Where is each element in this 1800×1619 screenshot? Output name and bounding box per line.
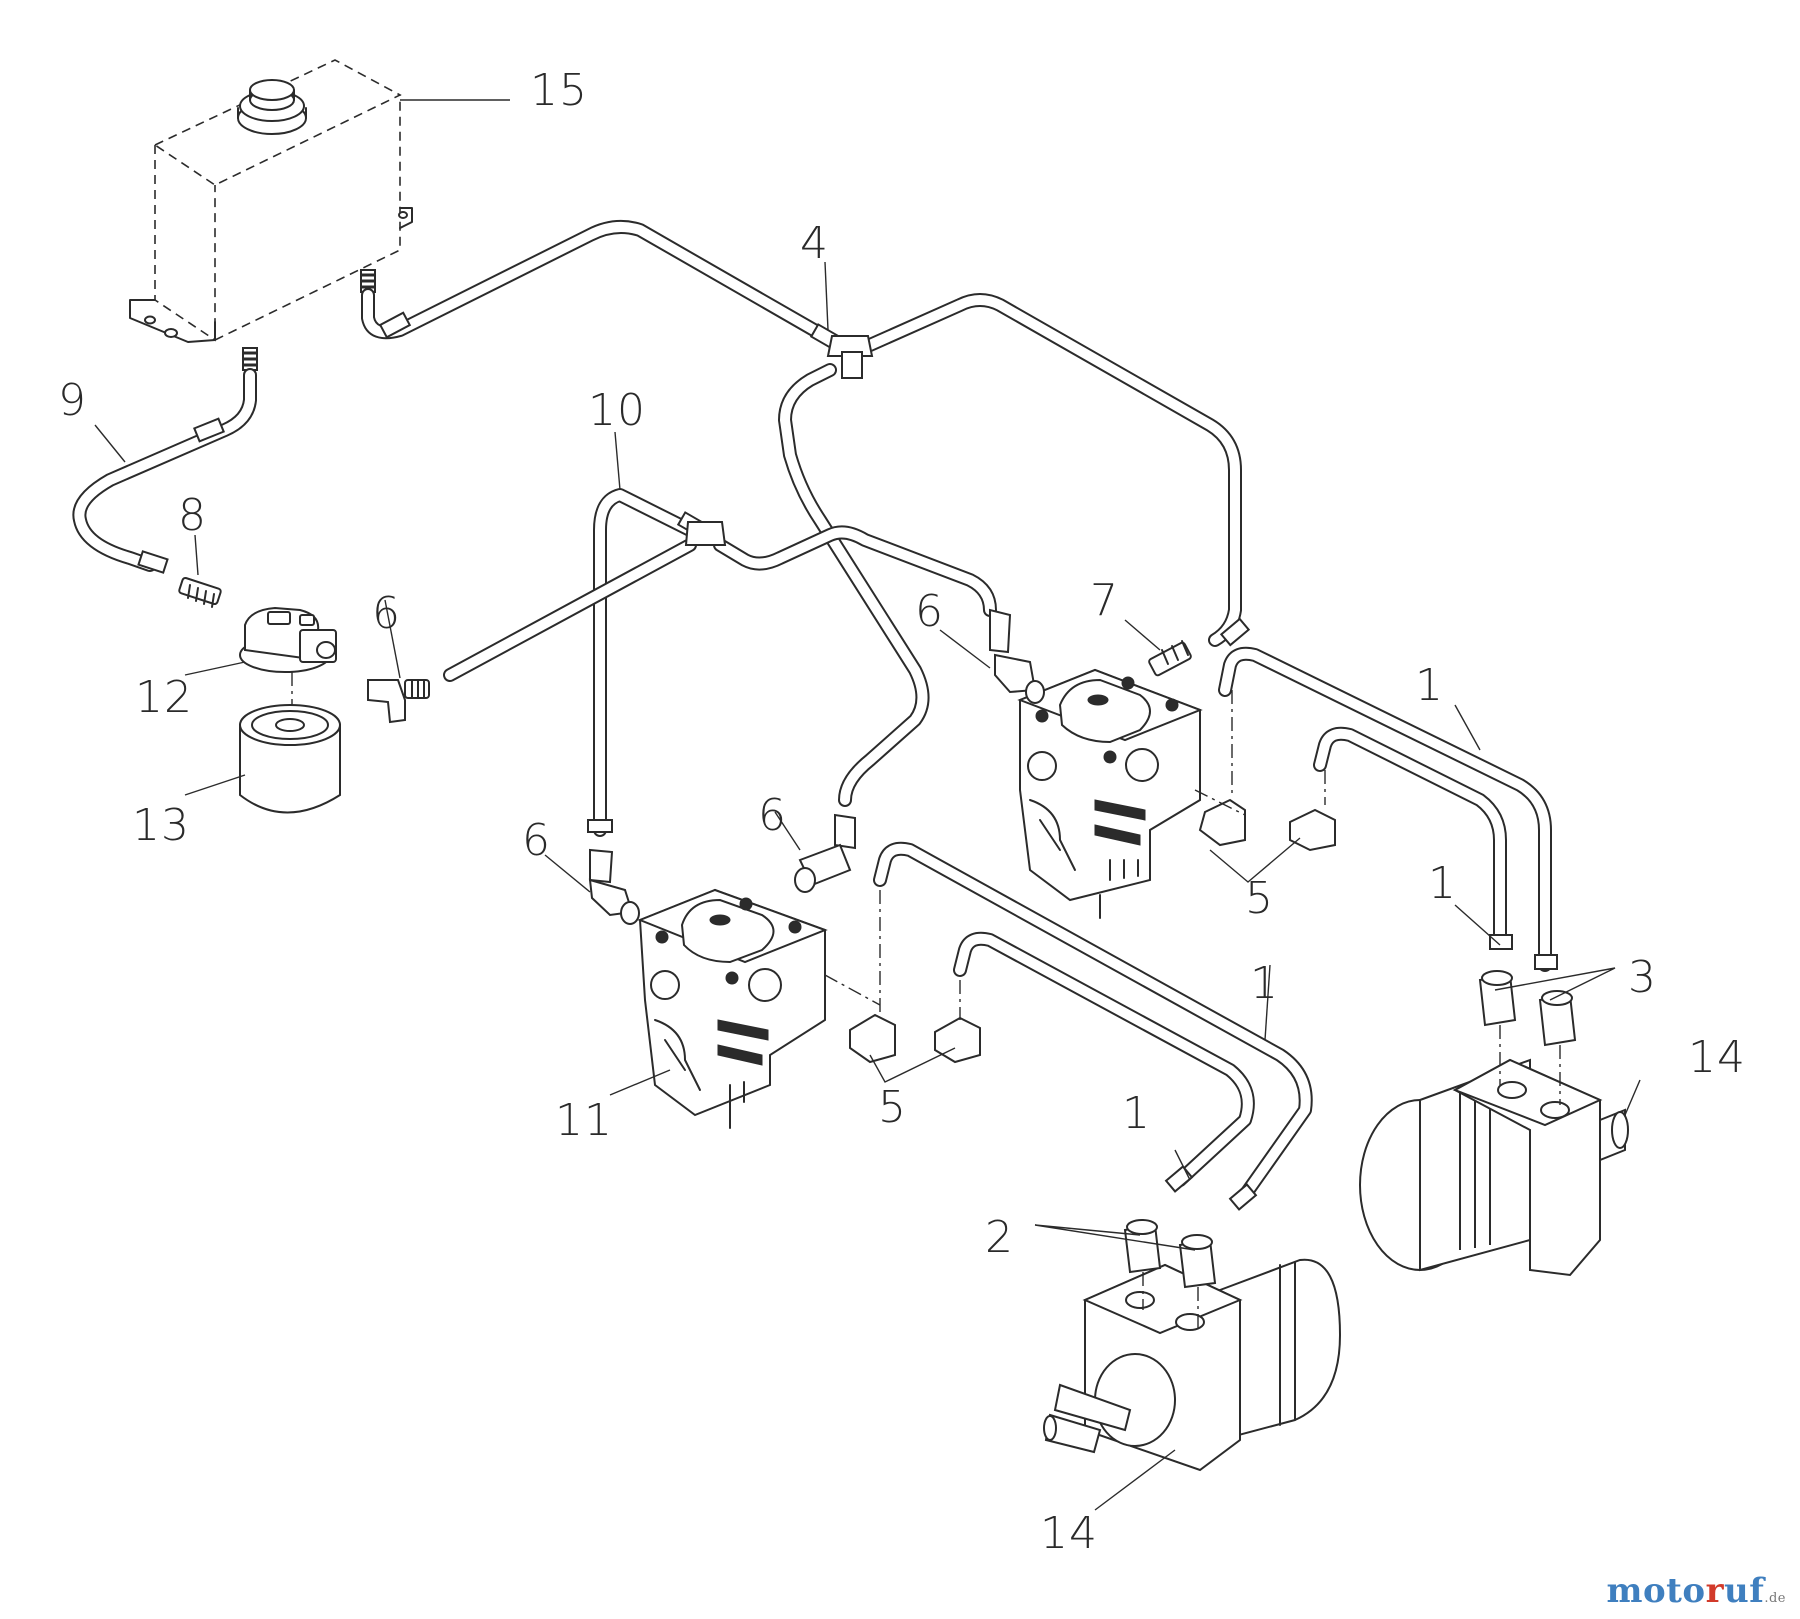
callout-12: 12 bbox=[135, 672, 193, 723]
callout-10: 10 bbox=[588, 385, 646, 436]
callout-2: 2 bbox=[985, 1212, 1014, 1263]
watermark-part-b: r bbox=[1705, 1571, 1724, 1611]
callout-6-left-a: 6 bbox=[522, 815, 551, 866]
callout-7: 7 bbox=[1090, 575, 1119, 626]
callout-1-right-mid: 1 bbox=[1428, 858, 1457, 909]
callout-8: 8 bbox=[178, 490, 207, 541]
centerline-f bbox=[824, 974, 881, 1006]
adapter-fittings-3 bbox=[1478, 970, 1577, 1047]
adapter-fitting-7 bbox=[1148, 640, 1192, 677]
callout-5-right: 5 bbox=[1245, 873, 1274, 924]
watermark-tld: .de bbox=[1764, 1591, 1786, 1606]
hose-lines bbox=[72, 219, 1552, 1202]
callout-1-upper-right: 1 bbox=[1415, 660, 1444, 711]
wheel-motor-left bbox=[1043, 1258, 1342, 1472]
leader-13 bbox=[184, 774, 246, 796]
tee-fitting-10 bbox=[684, 521, 727, 546]
callout-6-right-pump: 6 bbox=[915, 586, 944, 637]
callout-6-left-b: 6 bbox=[758, 790, 787, 841]
callout-4: 4 bbox=[800, 218, 829, 269]
callout-14-right: 14 bbox=[1688, 1032, 1746, 1083]
callout-6-filter: 6 bbox=[372, 588, 401, 639]
callout-14-left: 14 bbox=[1040, 1508, 1098, 1559]
watermark-part-a: moto bbox=[1606, 1571, 1706, 1611]
callout-11: 11 bbox=[555, 1095, 613, 1146]
oil-filter bbox=[239, 704, 341, 814]
filter-head bbox=[178, 576, 430, 724]
watermark-logo: motoruf.de bbox=[1607, 1571, 1786, 1611]
wheel-motor-right bbox=[1359, 1058, 1629, 1277]
elbow-fitting-6-right bbox=[989, 608, 1045, 704]
callout-9: 9 bbox=[58, 375, 87, 426]
elbow-fitting-6-left-a bbox=[588, 848, 640, 925]
callouts: 15 4 9 10 8 6 6 7 12 13 1 6 6 1 5 3 1 14… bbox=[58, 65, 1746, 1559]
elbow-fitting-6-left-b bbox=[794, 813, 856, 893]
callout-3: 3 bbox=[1628, 952, 1657, 1003]
centerline-c bbox=[1194, 789, 1246, 816]
callout-13: 13 bbox=[132, 800, 190, 851]
leader-12 bbox=[184, 661, 246, 676]
tee-fitting-4 bbox=[826, 335, 874, 379]
adapter-fittings-2 bbox=[1123, 1219, 1217, 1289]
hose-crimps bbox=[137, 311, 1558, 1211]
leader-lines bbox=[94, 261, 1641, 1511]
hydraulic-pump-left bbox=[637, 888, 828, 1129]
callout-5-left: 5 bbox=[878, 1082, 907, 1133]
callout-1-left-upper: 1 bbox=[1250, 958, 1279, 1009]
callout-1-left-lower: 1 bbox=[1122, 1088, 1151, 1139]
hydraulic-pump-right bbox=[1017, 668, 1203, 919]
fittings-5-right bbox=[1198, 798, 1336, 852]
callout-15: 15 bbox=[530, 65, 588, 116]
fittings-5-left bbox=[849, 1013, 981, 1064]
watermark-part-c: uf bbox=[1723, 1571, 1765, 1611]
